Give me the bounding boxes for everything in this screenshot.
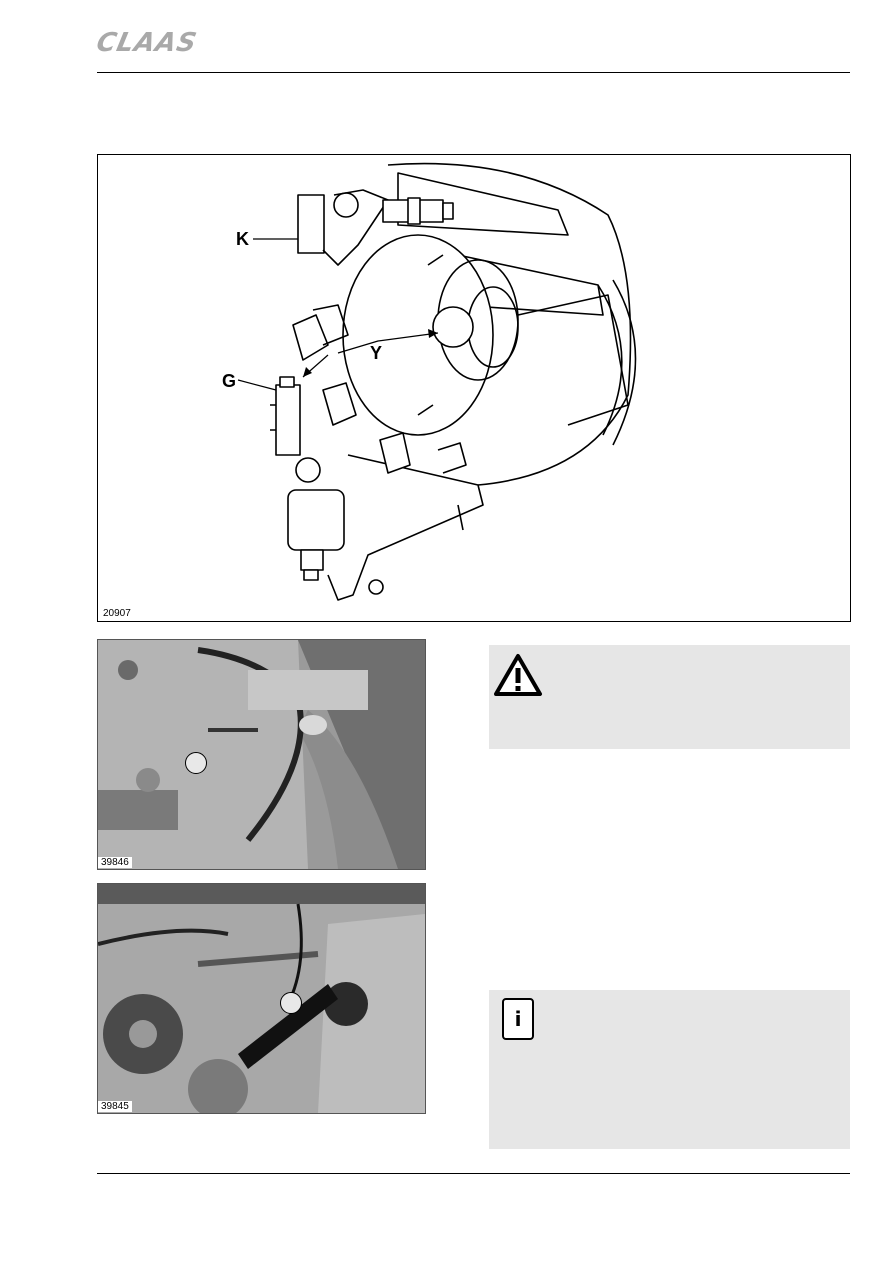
photo-39846: 39846 — [97, 639, 426, 870]
footer-rule — [97, 1173, 850, 1174]
photo-image — [98, 640, 425, 869]
main-figure: K Y G 20907 — [97, 154, 851, 622]
photo-39845: 39845 — [97, 883, 426, 1114]
label-k: K — [236, 229, 249, 249]
figure-number: 20907 — [100, 608, 134, 619]
callout-marker — [280, 992, 302, 1014]
callout-marker — [185, 752, 207, 774]
label-y: Y — [370, 343, 383, 363]
technical-drawing — [237, 162, 637, 601]
header-rule — [97, 72, 850, 73]
photo-image — [98, 884, 425, 1113]
info-box: i — [489, 990, 850, 1149]
photo-number: 39846 — [98, 857, 132, 868]
info-icon: i — [502, 998, 534, 1040]
warning-box — [489, 645, 850, 749]
label-g: G — [222, 371, 237, 391]
warning-triangle-icon — [494, 654, 542, 696]
claas-logo: CLAAS — [93, 28, 200, 58]
photo-number: 39845 — [98, 1101, 132, 1112]
